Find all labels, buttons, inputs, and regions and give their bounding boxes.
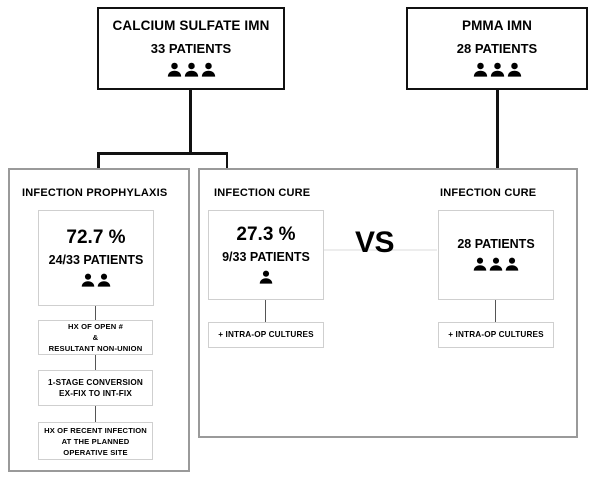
calcium-sulfate-imn-box: CALCIUM SULFATE IMN 33 PATIENTS: [97, 7, 285, 90]
prophylaxis-percent: 72.7 %: [66, 227, 126, 249]
criteria-box-open-fracture: HX OF OPEN # & RESULTANT NON-UNION: [38, 320, 153, 355]
connector-to-prophylaxis: [97, 152, 100, 170]
person-icon: [258, 269, 274, 285]
person-icon-group-2: [80, 272, 112, 288]
cure-left-note-text: + INTRA-OP CULTURES: [218, 330, 314, 340]
person-icon-group-1: [258, 269, 274, 285]
person-icon: [166, 61, 183, 78]
cure-left-stat-box: 27.3 % 9/33 PATIENTS: [208, 210, 324, 300]
criteria-text: HX OF OPEN # & RESULTANT NON-UNION: [48, 322, 143, 353]
cure-left-patients: 9/33 PATIENTS: [222, 250, 310, 265]
person-icon-group-3: [472, 256, 520, 272]
connector-prophylaxis-2: [95, 355, 97, 370]
person-icon: [80, 272, 96, 288]
criteria-box-recent-infection: HX OF RECENT INFECTION AT THE PLANNED OP…: [38, 422, 153, 460]
cure-right-patients: 28 PATIENTS: [457, 237, 535, 252]
cure-right-stat-box: 28 PATIENTS: [438, 210, 554, 300]
person-icon: [489, 61, 506, 78]
criteria-text: HX OF RECENT INFECTION AT THE PLANNED OP…: [44, 425, 147, 457]
person-icon: [96, 272, 112, 288]
cure-right-note-text: + INTRA-OP CULTURES: [448, 330, 544, 340]
connector-calcium-stem: [189, 90, 192, 154]
criteria-text: 1-STAGE CONVERSION EX-FIX TO INT-FIX: [48, 377, 143, 398]
cure-right-note-box: + INTRA-OP CULTURES: [438, 322, 554, 348]
connector-calcium-bridge: [97, 152, 228, 155]
calcium-sulfate-imn-title: CALCIUM SULFATE IMN: [112, 18, 270, 34]
person-icon: [506, 61, 523, 78]
connector-prophylaxis-3: [95, 406, 97, 422]
person-icon: [488, 256, 504, 272]
connector-cure-right-note: [495, 300, 497, 322]
calcium-sulfate-imn-count: 33 PATIENTS: [150, 40, 232, 56]
person-icon: [200, 61, 217, 78]
connector-prophylaxis-1: [95, 306, 97, 320]
prophylaxis-patients: 24/33 PATIENTS: [48, 253, 144, 268]
connector-pmma-stem: [496, 90, 499, 170]
person-icon-group-3: [472, 61, 523, 78]
person-icon: [183, 61, 200, 78]
pmma-imn-title: PMMA IMN: [461, 18, 533, 34]
connector-cure-left-note: [265, 300, 267, 322]
cure-left-percent: 27.3 %: [236, 224, 296, 246]
cure-left-note-box: + INTRA-OP CULTURES: [208, 322, 324, 348]
person-icon-group-3: [166, 61, 217, 78]
person-icon: [472, 61, 489, 78]
vs-divider-rule: [320, 249, 437, 251]
infection-cure-right-title: INFECTION CURE: [440, 187, 537, 199]
pmma-imn-count: 28 PATIENTS: [456, 40, 538, 56]
vs-label: VS: [355, 226, 395, 259]
prophylaxis-stat-box: 72.7 % 24/33 PATIENTS: [38, 210, 154, 306]
person-icon: [504, 256, 520, 272]
infection-cure-left-title: INFECTION CURE: [214, 187, 311, 199]
person-icon: [472, 256, 488, 272]
criteria-box-one-stage-conversion: 1-STAGE CONVERSION EX-FIX TO INT-FIX: [38, 370, 153, 406]
pmma-imn-box: PMMA IMN 28 PATIENTS: [406, 7, 588, 90]
infection-cure-group: INFECTION CURE INFECTION CURE: [198, 168, 578, 438]
connector-to-cure-left: [225, 152, 228, 170]
infection-prophylaxis-title: INFECTION PROPHYLAXIS: [22, 187, 168, 199]
